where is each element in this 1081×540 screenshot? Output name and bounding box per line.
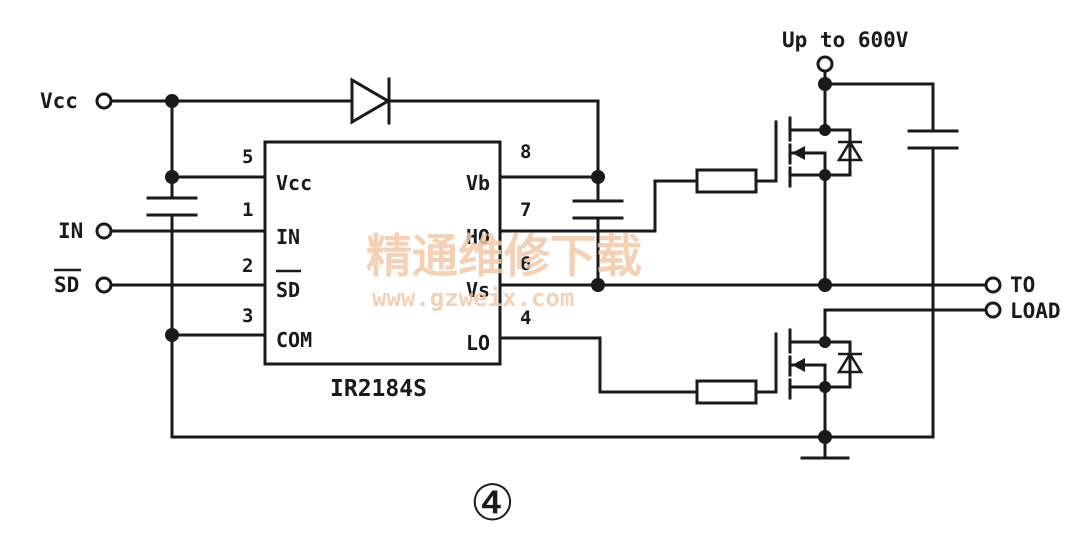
pin-name-in: IN bbox=[276, 225, 300, 249]
in-input-label: IN bbox=[58, 219, 83, 243]
watermark-chinese: 精通维修下载 bbox=[366, 229, 642, 283]
to-label: TO bbox=[1010, 273, 1035, 297]
vcc-capacitor bbox=[146, 196, 198, 217]
wires bbox=[110, 70, 987, 460]
low-side-gate-resistor bbox=[695, 379, 758, 405]
pin-name-ho: HO bbox=[466, 225, 490, 249]
pin-number-8: 8 bbox=[520, 141, 531, 163]
bootstrap-diode bbox=[350, 77, 391, 125]
pin-name-vcc: Vcc bbox=[276, 171, 312, 195]
pin-number-6: 6 bbox=[520, 253, 531, 275]
pin-number-5: 5 bbox=[242, 146, 253, 168]
load-label: LOAD bbox=[1010, 299, 1061, 323]
bootstrap-capacitor bbox=[572, 199, 624, 220]
pin-name-vs: Vs bbox=[466, 278, 490, 302]
load-terminal bbox=[984, 301, 1002, 319]
pin-name-sd: SD bbox=[276, 278, 300, 302]
ic-body bbox=[263, 140, 502, 366]
high-side-mosfet bbox=[774, 82, 864, 287]
pin-number-1: 1 bbox=[242, 199, 253, 221]
pin-number-3: 3 bbox=[242, 305, 253, 327]
junction-dots bbox=[165, 77, 832, 444]
supply-terminal bbox=[816, 55, 834, 73]
supply-label: Up to 600V bbox=[782, 28, 909, 52]
in-terminal bbox=[95, 222, 113, 240]
figure-number: ④ bbox=[470, 474, 515, 532]
vcc-terminal bbox=[95, 92, 113, 110]
low-side-mosfet bbox=[774, 308, 864, 439]
bus-capacitor bbox=[907, 129, 959, 150]
vcc-input-label: Vcc bbox=[40, 89, 78, 113]
high-side-gate-resistor bbox=[695, 168, 758, 194]
watermark-url: www.gzweix.com bbox=[372, 284, 574, 312]
pin-name-lo: LO bbox=[466, 331, 490, 355]
pin-number-7: 7 bbox=[520, 199, 531, 221]
ic-part-number: IR2184S bbox=[330, 376, 427, 402]
pin-number-2: 2 bbox=[242, 255, 253, 277]
pin-name-com: COM bbox=[276, 328, 312, 352]
to-terminal bbox=[984, 276, 1002, 294]
sd-input-label: SD bbox=[54, 273, 79, 297]
sd-terminal bbox=[95, 276, 113, 294]
pin-number-4: 4 bbox=[520, 307, 531, 329]
pin-name-vb: Vb bbox=[466, 171, 490, 195]
